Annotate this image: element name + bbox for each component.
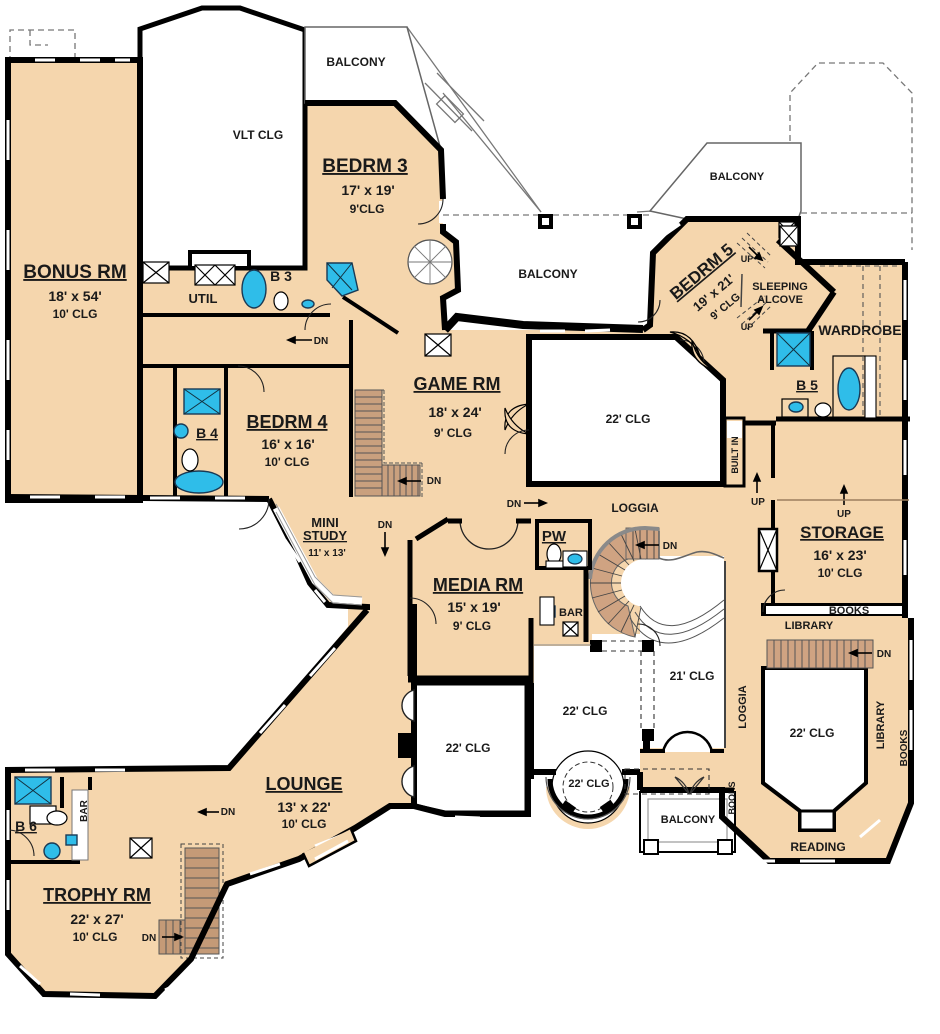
svg-text:10' CLG: 10' CLG: [53, 307, 98, 321]
svg-text:DN: DN: [314, 336, 328, 347]
svg-text:UP: UP: [741, 322, 754, 332]
svg-text:WARDROBE: WARDROBE: [818, 322, 901, 338]
svg-text:VLT CLG: VLT CLG: [233, 128, 283, 142]
svg-text:UP: UP: [837, 509, 851, 520]
svg-text:LIBRARY: LIBRARY: [875, 700, 887, 749]
svg-text:MEDIA RM: MEDIA RM: [433, 575, 523, 595]
svg-text:DN: DN: [221, 807, 235, 818]
svg-text:B 5: B 5: [796, 377, 818, 393]
svg-text:22' CLG: 22' CLG: [790, 726, 835, 740]
svg-text:B 3: B 3: [270, 268, 292, 284]
svg-text:B 4: B 4: [196, 425, 218, 441]
svg-text:DN: DN: [142, 933, 156, 944]
svg-text:BALCONY: BALCONY: [661, 814, 716, 826]
svg-text:READING: READING: [790, 840, 845, 854]
svg-text:STORAGE: STORAGE: [800, 523, 884, 542]
svg-text:STUDY: STUDY: [303, 528, 347, 543]
svg-text:UP: UP: [741, 254, 754, 264]
svg-text:21' CLG: 21' CLG: [670, 669, 715, 683]
svg-text:DN: DN: [877, 649, 891, 660]
svg-text:10' CLG: 10' CLG: [265, 455, 310, 469]
svg-text:BOOKS: BOOKS: [899, 729, 910, 766]
svg-text:UTIL: UTIL: [189, 291, 218, 306]
svg-text:18' x 24': 18' x 24': [428, 404, 481, 420]
svg-text:22' CLG: 22' CLG: [606, 412, 651, 426]
svg-text:BAR: BAR: [79, 799, 90, 821]
svg-text:BALCONY: BALCONY: [518, 267, 577, 281]
svg-text:GAME RM: GAME RM: [414, 374, 501, 394]
svg-text:BEDRM 3: BEDRM 3: [322, 156, 408, 177]
svg-text:LOGGIA: LOGGIA: [737, 685, 749, 728]
svg-text:16' x 16': 16' x 16': [261, 436, 314, 452]
svg-text:ALCOVE: ALCOVE: [757, 294, 803, 306]
svg-text:22' CLG: 22' CLG: [446, 741, 491, 755]
svg-text:11' x 13': 11' x 13': [308, 548, 346, 559]
svg-text:PW: PW: [542, 528, 567, 545]
svg-text:BEDRM 4: BEDRM 4: [246, 412, 327, 432]
svg-text:BOOKS: BOOKS: [829, 605, 869, 617]
svg-text:18' x 54': 18' x 54': [48, 288, 101, 304]
svg-text:BUILT IN: BUILT IN: [730, 436, 740, 473]
svg-text:9' CLG: 9' CLG: [434, 426, 472, 440]
svg-text:13' x 22': 13' x 22': [277, 799, 330, 815]
svg-text:15' x 19': 15' x 19': [447, 599, 500, 615]
svg-text:10' CLG: 10' CLG: [282, 817, 327, 831]
svg-text:BALCONY: BALCONY: [710, 171, 765, 183]
svg-text:SLEEPING: SLEEPING: [752, 281, 808, 293]
svg-text:16' x 23': 16' x 23': [813, 547, 866, 563]
svg-text:DN: DN: [427, 476, 441, 487]
svg-text:9' CLG: 9' CLG: [453, 619, 491, 633]
svg-text:DN: DN: [663, 541, 677, 552]
svg-text:BALCONY: BALCONY: [326, 55, 385, 69]
svg-text:LOUNGE: LOUNGE: [265, 774, 342, 794]
svg-text:BAR: BAR: [559, 607, 583, 619]
svg-text:DN: DN: [378, 520, 392, 531]
svg-text:22' CLG: 22' CLG: [563, 704, 608, 718]
svg-text:BOOKS: BOOKS: [727, 781, 737, 814]
svg-text:10' CLG: 10' CLG: [818, 566, 863, 580]
svg-text:MINI: MINI: [311, 515, 338, 530]
svg-text:10' CLG: 10' CLG: [73, 930, 118, 944]
svg-text:TROPHY RM: TROPHY RM: [43, 885, 151, 905]
svg-text:UP: UP: [751, 497, 765, 508]
svg-text:BONUS RM: BONUS RM: [23, 262, 126, 283]
svg-text:DN: DN: [507, 499, 521, 510]
svg-text:LOGGIA: LOGGIA: [611, 501, 659, 515]
svg-text:9'CLG: 9'CLG: [350, 202, 385, 216]
svg-text:22' CLG: 22' CLG: [568, 778, 609, 790]
svg-text:17' x 19': 17' x 19': [341, 182, 394, 198]
svg-text:22' x 27': 22' x 27': [70, 911, 123, 927]
svg-text:B 6: B 6: [15, 818, 37, 834]
svg-text:LIBRARY: LIBRARY: [785, 620, 834, 632]
